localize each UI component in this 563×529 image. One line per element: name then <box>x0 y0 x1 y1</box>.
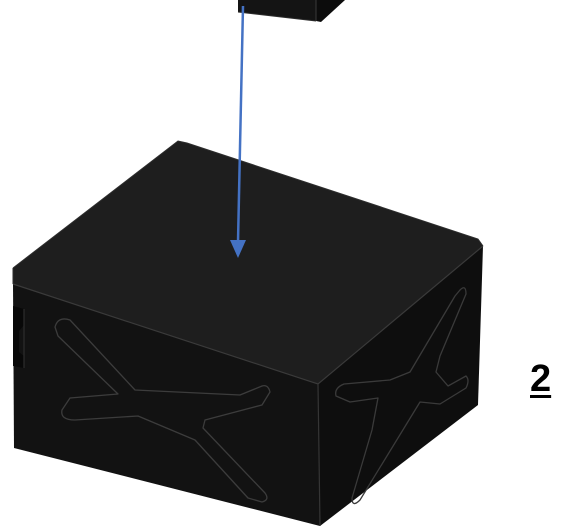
upper-part-side-face <box>316 0 345 22</box>
upper-part-front-face <box>238 0 316 21</box>
upper-part <box>238 0 345 22</box>
base-block <box>13 141 483 526</box>
step-number-label: 2 <box>530 360 551 398</box>
